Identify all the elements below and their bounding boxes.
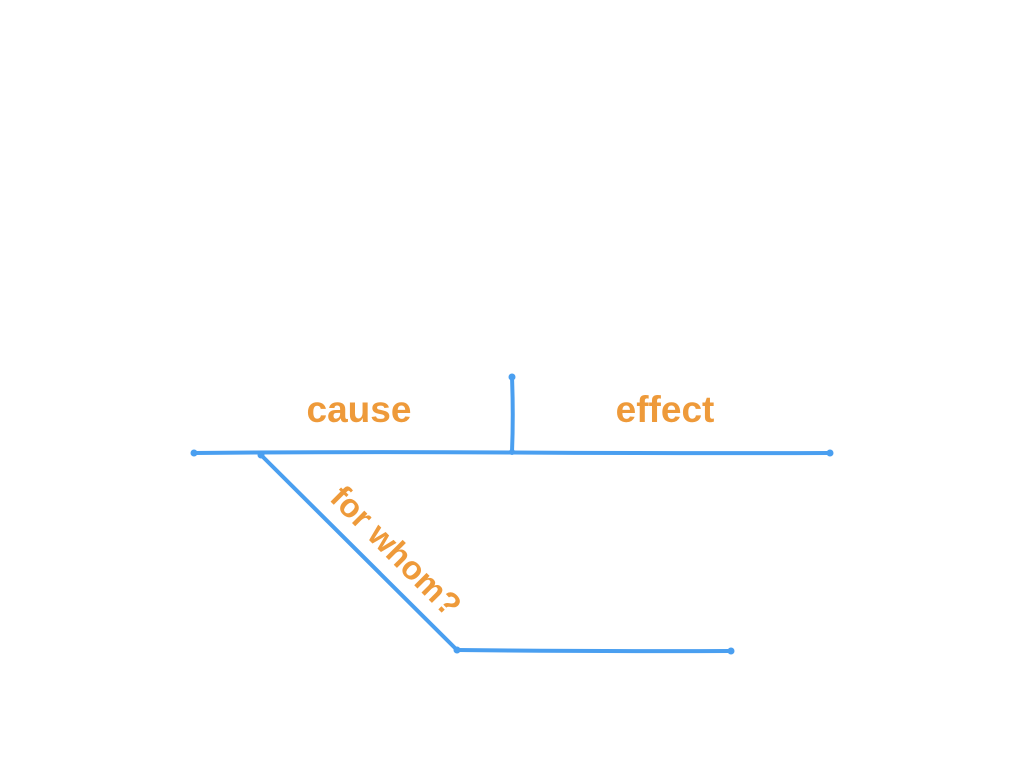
divider-line <box>510 375 515 454</box>
cause-label: cause <box>307 389 412 430</box>
modifier-label: for whom? <box>323 478 468 623</box>
dot-divider-top <box>508 373 516 381</box>
dot-slant-top <box>257 451 265 459</box>
modifier-slant-line <box>259 453 459 652</box>
dot-lower-right <box>727 647 735 655</box>
dot-baseline-left <box>190 449 198 457</box>
modifier-baseline <box>455 648 733 654</box>
dot-baseline-right <box>826 449 834 457</box>
effect-label: effect <box>616 389 715 430</box>
endpoint-dots <box>190 373 834 655</box>
dot-slant-bottom <box>453 646 461 654</box>
dot-divider-bottom <box>509 449 515 455</box>
